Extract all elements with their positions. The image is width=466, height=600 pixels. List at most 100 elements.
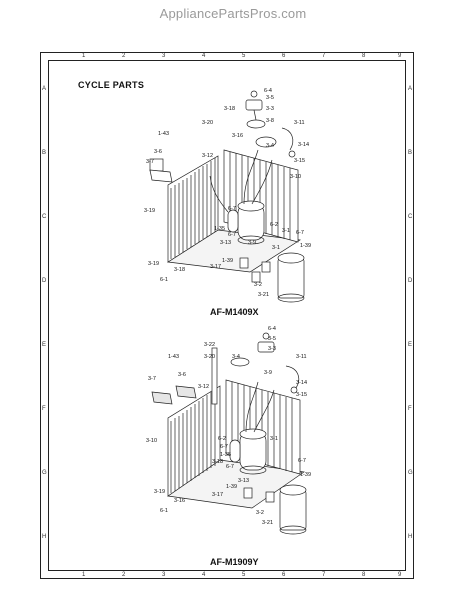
callout: 3-15 [296,392,307,398]
callout: 3-6 [178,372,186,378]
frame-number: 3 [162,572,166,578]
callout: 3-5 [266,95,274,101]
callout: 1-39 [300,472,311,478]
frame-letter: B [42,150,47,156]
frame-letter: B [408,150,413,156]
model-label-bottom: AF-M1909Y [210,557,259,567]
callout: 6-7 [226,464,234,470]
callout: 3-19 [154,489,165,495]
frame-number: 3 [162,53,166,59]
callout: 3-9 [248,240,256,246]
frame-letter: G [42,470,47,476]
frame-letter: H [408,534,413,540]
callout: 3-5 [268,336,276,342]
callout: 6-7 [296,230,304,236]
section-title: CYCLE PARTS [78,80,145,90]
frame-number: 1 [82,572,86,578]
filter-pad-2-bottom [175,385,197,399]
callout: 3-10 [146,438,157,444]
callout: 3-1 [272,245,280,251]
frame-number: 7 [322,53,326,59]
callout: 3-21 [258,292,269,298]
frame-letter: G [408,470,413,476]
callout: 6-7 [220,444,228,450]
callout: 3-21 [262,520,273,526]
callout: 3-1 [282,228,290,234]
callout: 3-12 [202,153,213,159]
callout: 3-18 [224,106,235,112]
frame-number: 9 [398,53,402,59]
grommet-top [288,150,296,158]
callout: 3-11 [296,354,307,360]
callout: 3-2 [256,510,264,516]
top-assembly [149,90,305,303]
callout: 3-11 [294,120,305,126]
callout: 3-12 [198,384,209,390]
frame-letter: C [42,214,47,220]
bottom-assembly [151,332,307,535]
callout: 1-39 [222,258,233,264]
fan-motor-cylinder-top [277,252,305,303]
callout: 3-22 [204,342,215,348]
callout: 3-19 [144,208,155,214]
callout: 6-1 [160,277,168,283]
callout: 3-2 [254,282,262,288]
callout: 3-16 [232,133,243,139]
drawing-frame-inner [48,60,406,571]
callout: 3-7 [146,159,154,165]
valve-assembly-top [245,90,277,148]
model-label-top: AF-M1409X [210,307,259,317]
grommet-bottom [290,386,298,394]
callout: 1-43 [168,354,179,360]
refrigerant-pipe-bottom [245,381,275,433]
frame-number: 2 [122,572,126,578]
condenser-coil-left-bottom [167,385,221,497]
filter-pad-1-bottom [151,391,173,405]
callout: 6-7 [228,206,236,212]
callout: 6-7 [298,458,306,464]
callout: 6-4 [264,88,272,94]
frame-letter: D [408,278,413,284]
frame-number: 6 [282,53,286,59]
frame-letter: E [42,342,47,348]
frame-number: 4 [202,572,206,578]
callout: 3-17 [212,492,223,498]
frame-letter: A [408,86,413,92]
callout: 6-4 [268,326,276,332]
callout: 3-20 [202,120,213,126]
condenser-coil-left-top [167,155,219,263]
compressor-bottom [229,428,267,475]
callout: 1-35 [220,452,231,458]
callout: 3-10 [290,174,301,180]
frame-letter: A [42,86,47,92]
callout: 6-2 [270,222,278,228]
drawing-frame-outer [40,52,414,579]
watermark-text: AppliancePartsPros.com [159,6,307,21]
frame-letter: H [42,534,47,540]
frame-number: 5 [242,572,246,578]
frame-number: 2 [122,53,126,59]
callout: 3-16 [174,498,185,504]
valve-assembly-bottom [230,332,275,367]
frame-number: 8 [362,572,366,578]
callout: 1-39 [300,243,311,249]
frame-number: 7 [322,572,326,578]
callout: 3-8 [266,118,274,124]
frame-letter: C [408,214,413,220]
frame-number: 6 [282,572,286,578]
pad-top [149,169,173,183]
frame-letter: E [408,342,413,348]
callout: 3-6 [154,149,162,155]
panel-strip-bottom [211,347,218,405]
callout: 6-1 [160,508,168,514]
callout: 6-2 [218,436,226,442]
callout: 3-13 [238,478,249,484]
callout: 3-3 [268,346,276,352]
callout: 1-35 [214,226,225,232]
fan-motor-cylinder-bottom [279,484,307,535]
callout: 3-4 [232,354,240,360]
callout: 3-3 [266,106,274,112]
callout: 3-14 [298,142,309,148]
callout: 3-19 [148,261,159,267]
